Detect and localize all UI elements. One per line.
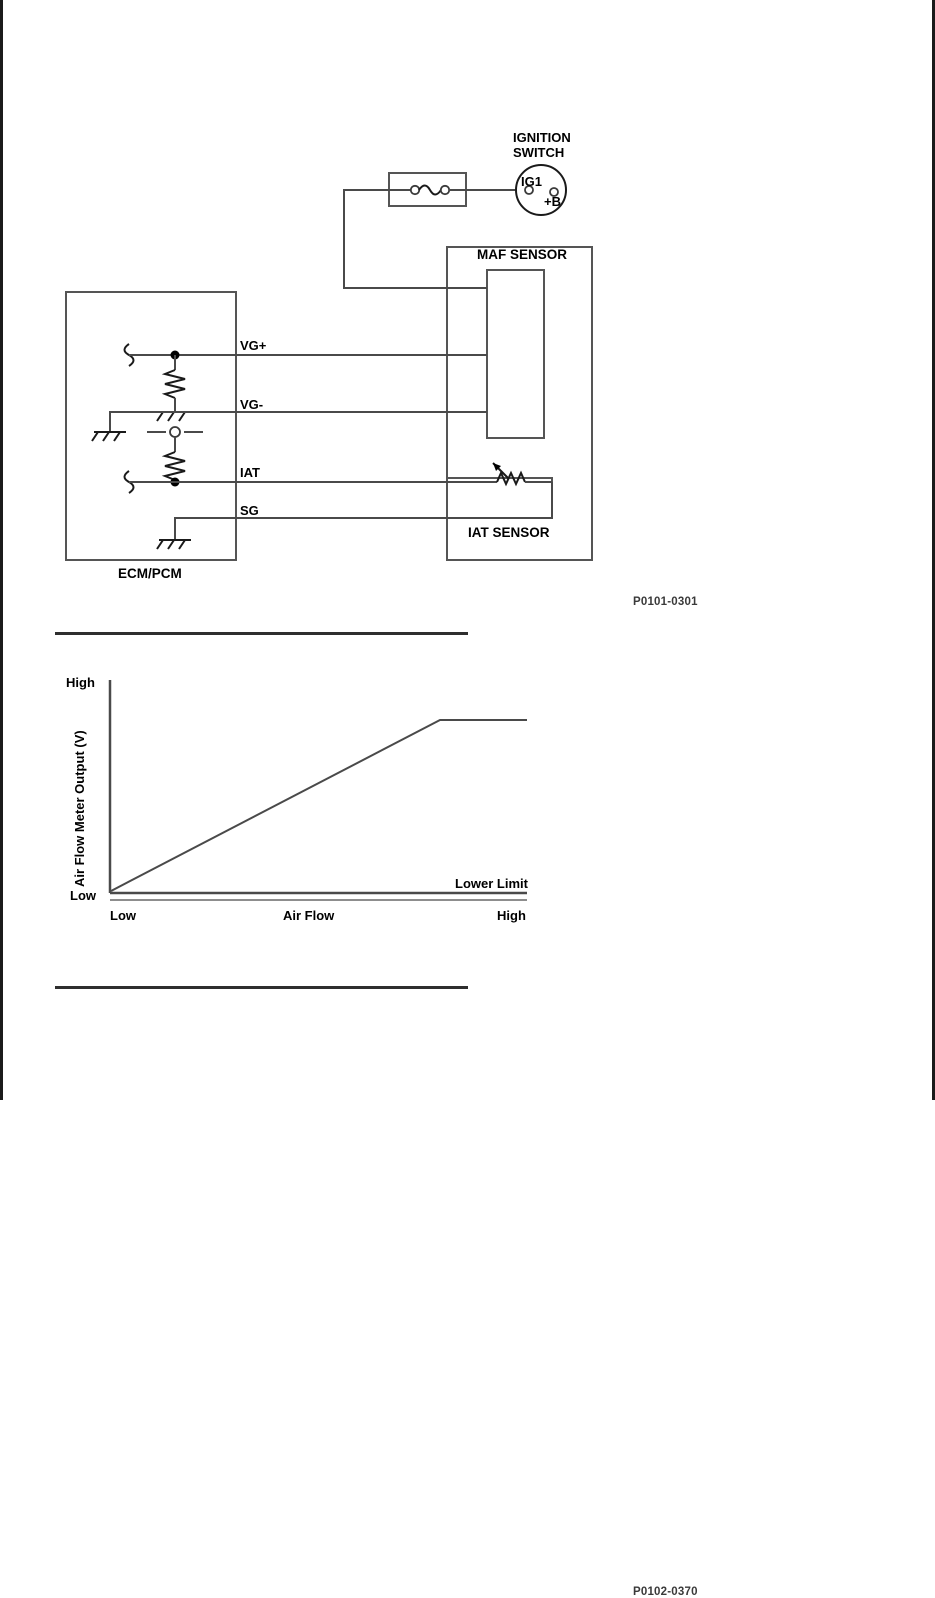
wiring-figure-code: P0101-0301 [633, 596, 698, 608]
wiring-diagram-svg: IGNITION SWITCH IG1 +B VG+ VG- [65, 130, 593, 581]
ignition-terminal-ig1-dot [524, 185, 534, 195]
ignition-switch-label-line2: SWITCH [513, 145, 564, 160]
wire-iat-loop-return [447, 482, 553, 519]
ignition-terminal-b-label: +B [544, 194, 561, 209]
wire-sg [174, 517, 447, 540]
ecm-pcm-box [65, 291, 237, 561]
maf-sensor-label: MAF SENSOR [477, 247, 567, 262]
open-node-dot [169, 426, 181, 438]
resistor-vg-plus [161, 355, 186, 412]
ground-symbol-vg-plus [156, 411, 191, 422]
fuse-symbol [389, 184, 466, 196]
chart-y-tick-low: Low [70, 888, 97, 903]
page-edge-right [932, 0, 935, 1100]
iat-sensor-label: IAT SENSOR [468, 525, 550, 540]
chart-y-tick-high: High [66, 675, 95, 690]
chart-lower-limit-annotation: Lower Limit [455, 876, 529, 891]
wiring-diagram-figure: IGNITION SWITCH IG1 +B VG+ VG- [0, 0, 935, 660]
air-flow-output-chart-svg: High Low Low High Air Flow Air Flow Mete… [66, 675, 529, 923]
iat-sensor-box [446, 477, 553, 519]
chart-x-axis-label: Air Flow [283, 908, 335, 923]
ignition-switch-label-line1: IGNITION [513, 130, 571, 145]
maf-sensor-element-box [486, 269, 545, 439]
section-divider-upper [55, 632, 468, 635]
maf-sensor-outer-box [446, 246, 593, 561]
page-edge-left [0, 0, 3, 1100]
ignition-switch-circle [515, 164, 567, 216]
pin-label-vg-minus: VG- [240, 397, 263, 412]
ground-symbol-sg [156, 539, 191, 550]
pin-label-sg: SG [240, 503, 259, 518]
air-flow-output-chart-figure: High Low Low High Air Flow Air Flow Mete… [0, 640, 935, 1598]
ignition-terminal-ig1-label: IG1 [521, 174, 542, 189]
ignition-terminal-b-dot [549, 187, 559, 197]
chart-y-axis-label: Air Flow Meter Output (V) [72, 730, 87, 887]
resistor-iat-pullup [147, 426, 203, 482]
pin-label-vg-plus: VG+ [240, 338, 267, 353]
wire-vg-minus [109, 411, 470, 432]
chart-x-tick-low: Low [110, 908, 137, 923]
ground-symbol-vg-minus [91, 431, 126, 442]
pin-label-iat: IAT [240, 465, 260, 480]
ecm-pcm-label: ECM/PCM [118, 566, 182, 581]
chart-output-series-line [110, 719, 527, 892]
section-divider-lower [55, 986, 468, 989]
wire-ignition-to-maf-power [343, 189, 487, 289]
chart-x-tick-high: High [497, 908, 526, 923]
thermistor-symbol [492, 462, 526, 487]
graph-figure-code: P0102-0370 [633, 1586, 698, 1598]
